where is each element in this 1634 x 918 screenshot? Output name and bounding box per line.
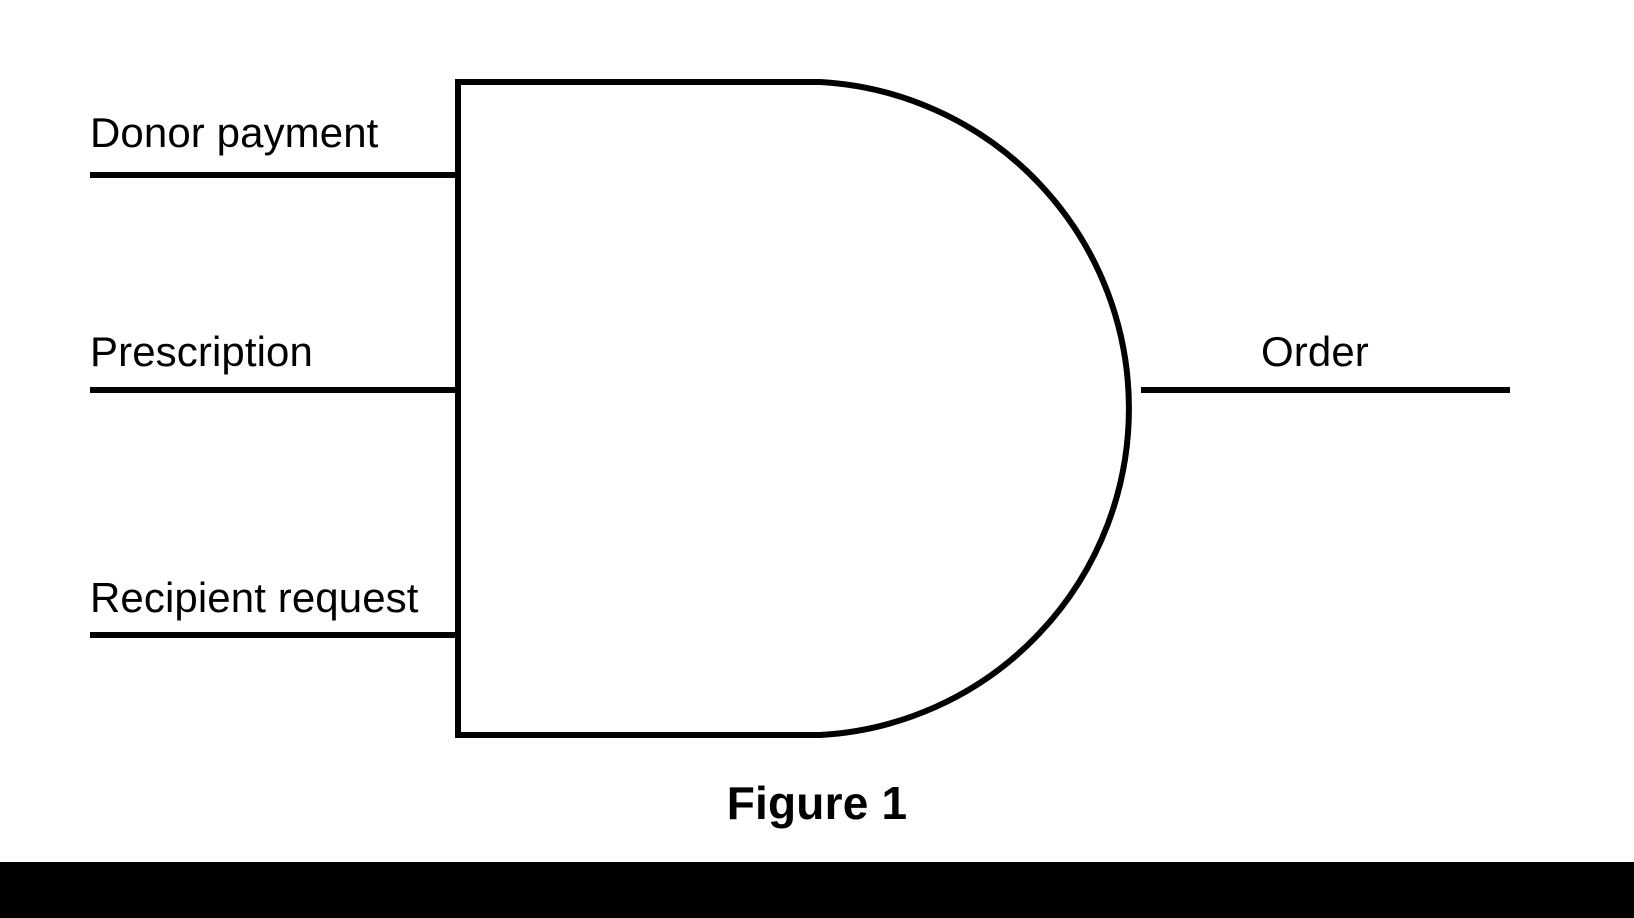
input-label-prescription: Prescription [90,328,313,375]
and-gate-body-shape [455,79,1132,738]
figure-caption: Figure 1 [726,777,908,829]
bottom-black-bar [0,862,1634,918]
input-label-recipient-request: Recipient request [90,574,419,621]
output-label-order: Order [1261,328,1369,375]
input-label-donor-payment: Donor payment [90,109,379,156]
